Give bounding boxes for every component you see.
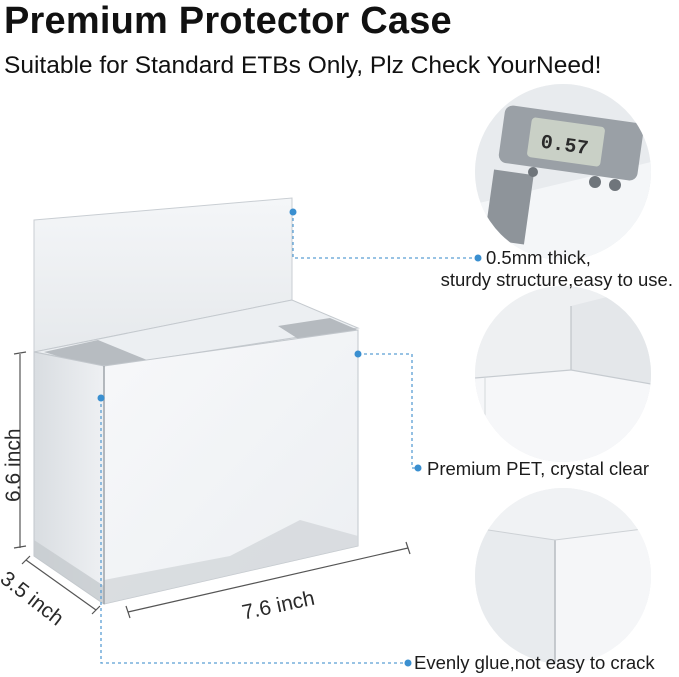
dim-line-depth bbox=[25, 559, 97, 611]
dim-line-width bbox=[127, 547, 409, 613]
detail-caliper-photo: 0.57 bbox=[475, 84, 651, 260]
callout-glue: Evenly glue,not easy to crack bbox=[414, 652, 655, 673]
leader-material bbox=[358, 353, 418, 469]
leader-thickness bbox=[292, 212, 475, 259]
callout-material: Premium PET, crystal clear bbox=[427, 458, 650, 479]
case-flap-right bbox=[278, 318, 358, 340]
dot-material-source bbox=[354, 350, 362, 358]
page-title: Premium Protector Case bbox=[4, 0, 452, 42]
dot-glue-target bbox=[404, 659, 412, 667]
callout-thickness-line2: sturdy structure,easy to use. bbox=[440, 269, 673, 290]
dot-thickness-source bbox=[289, 208, 297, 216]
callout-thickness-line1: 0.5mm thick, bbox=[486, 247, 591, 268]
dot-thickness-target bbox=[474, 254, 482, 262]
detail-clear-corner-photo bbox=[475, 286, 651, 462]
case-bottom-shadow bbox=[104, 520, 358, 604]
dimension-height-label: 6.6 inch bbox=[2, 428, 25, 502]
detail-glue-seam-photo bbox=[475, 488, 651, 664]
dot-glue-source bbox=[97, 394, 105, 402]
case-flap-left bbox=[44, 340, 152, 370]
dot-material-target bbox=[414, 464, 422, 472]
page-subtitle: Suitable for Standard ETBs Only, Plz Che… bbox=[4, 52, 602, 79]
leader-glue bbox=[100, 398, 408, 664]
